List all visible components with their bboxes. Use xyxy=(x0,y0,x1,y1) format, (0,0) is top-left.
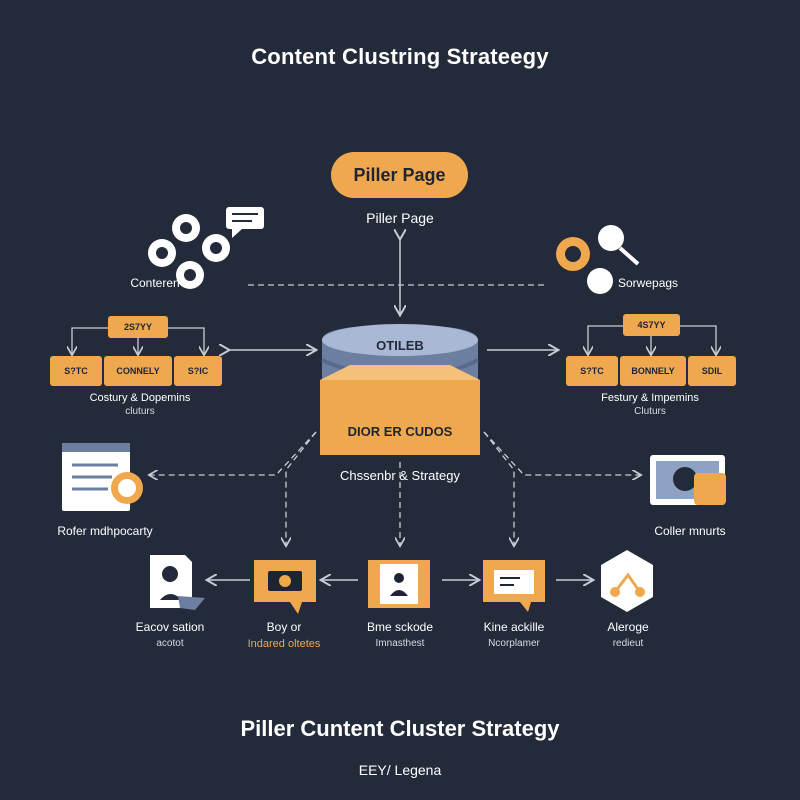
right-cluster-item-2: BONNELY xyxy=(620,356,686,386)
right-cluster-item-3: SDIL xyxy=(688,356,736,386)
right-cluster-item-1: S?TC xyxy=(566,356,618,386)
center-dashed-connectors xyxy=(150,431,640,545)
pillar-page-caption: Piller Page xyxy=(366,210,434,226)
left-cluster-bracket xyxy=(72,327,204,354)
left-cluster-top: 2S7YY xyxy=(108,316,168,338)
chat-bubble-icon xyxy=(226,207,264,238)
contact-card-icon xyxy=(368,560,430,608)
left-mid-label: Rofer mdhpocarty xyxy=(57,524,153,538)
left-cluster-item-1: S?TC xyxy=(50,356,102,386)
right-mid-label: Coller mnurts xyxy=(654,524,726,538)
left-cluster-sublabel: cluturs xyxy=(125,406,155,417)
profile-person-icon xyxy=(150,555,205,610)
gears-icon xyxy=(148,214,230,289)
left-cluster-item-3: S?IC xyxy=(174,356,222,386)
document-gear-icon xyxy=(62,443,143,511)
bottom-node-3-label: Bme sckode xyxy=(366,620,434,634)
left-cluster-item-2: CONNELY xyxy=(104,356,172,386)
bottom-title: Piller Cuntent Cluster Strategy xyxy=(240,716,560,741)
left-top-label: Conteren xyxy=(130,276,180,290)
hexagon-network-icon xyxy=(601,550,653,612)
link-icon xyxy=(587,268,613,294)
left-cluster-label: Costury & Dopemins xyxy=(89,392,191,404)
bottom-node-2-sub: Indared oltetes xyxy=(247,638,321,650)
browser-card-icon xyxy=(483,560,545,612)
right-cluster-top: 4S7YY xyxy=(623,314,680,336)
right-cluster-sublabel: Cluturs xyxy=(634,406,666,417)
monitor-team-icon xyxy=(650,455,726,505)
camera-card-icon xyxy=(254,560,316,614)
bottom-node-1-label: Eacov sation xyxy=(135,620,205,634)
pillar-page-button[interactable]: Piller Page xyxy=(331,152,468,198)
right-top-label: Sorwepags xyxy=(618,276,679,290)
bottom-node-2-label: Boy or xyxy=(266,620,302,634)
bottom-node-5-label: Aleroge xyxy=(607,620,649,634)
legend-label: EEY/ Legena xyxy=(358,762,442,778)
folder-box-label: DIOR ER CUDOS xyxy=(347,424,453,439)
database-label: OTILEB xyxy=(376,338,424,353)
folder-box-icon xyxy=(320,365,480,455)
bottom-node-3-sub: Imnasthest xyxy=(375,638,425,649)
right-cluster-bracket xyxy=(588,325,716,354)
right-cluster-label: Festury & Impemins xyxy=(601,392,699,404)
bottom-node-4-label: Kine ackille xyxy=(483,620,545,634)
page-title: Content Clustring Strateegy xyxy=(251,44,549,69)
center-strategy-name: Chssenbr & Strategy xyxy=(340,468,460,483)
bottom-node-1-sub: acotot xyxy=(156,638,184,649)
search-icon xyxy=(598,225,640,266)
bottom-node-4-sub: Ncorplamer xyxy=(488,638,540,649)
bottom-node-5-sub: redieut xyxy=(612,638,644,649)
gear-orange-icon xyxy=(556,237,590,271)
